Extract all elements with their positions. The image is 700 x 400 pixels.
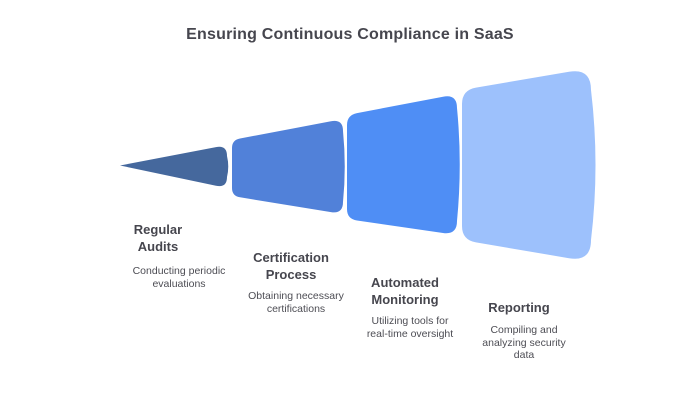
stage-title-automated-monitoring: Automated Monitoring (371, 275, 439, 307)
stage-description-certification-process: Obtaining necessary certifications (248, 290, 344, 315)
diagram-title: Ensuring Continuous Compliance in SaaS (186, 26, 514, 43)
funnel-segment-regular-audits (120, 146, 229, 187)
funnel-segment-certification-process (232, 120, 345, 213)
stage-title-certification-process: Certification Process (253, 250, 329, 282)
stage-title-regular-audits: Regular Audits (133, 222, 183, 254)
stage-description-automated-monitoring: Utilizing tools for real-time oversight (366, 315, 454, 340)
stage-title-reporting: Reporting (488, 300, 550, 315)
stage-description-reporting: Compiling and analyzing security data (482, 324, 566, 361)
funnel-segment-reporting (462, 71, 596, 259)
stage-description-regular-audits: Conducting periodic evaluations (132, 265, 226, 290)
funnel-segment-automated-monitoring (347, 96, 460, 234)
